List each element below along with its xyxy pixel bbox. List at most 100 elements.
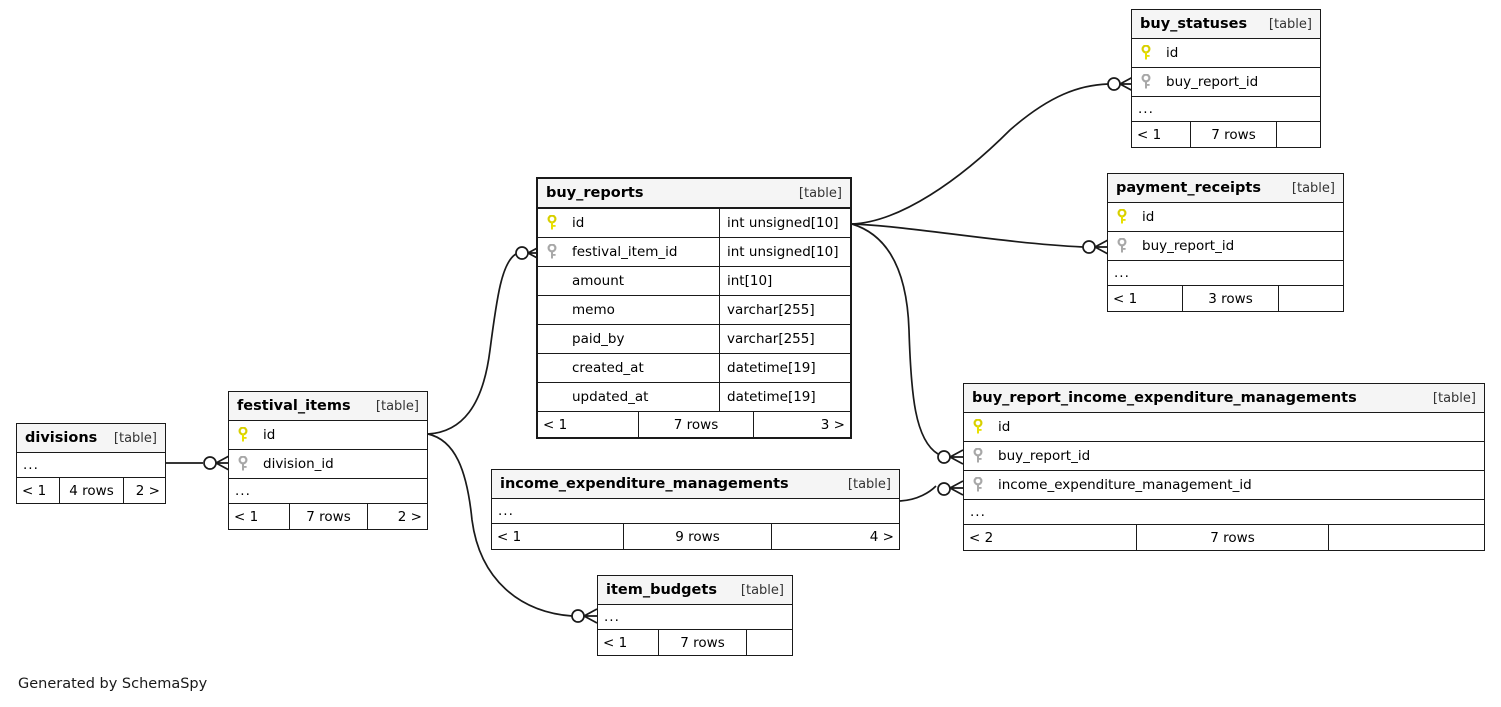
table-footer: < 1 7 rows <box>598 630 792 655</box>
footer-children[interactable]: 2 > <box>123 478 165 503</box>
footer-children[interactable]: 2 > <box>367 504 427 529</box>
table-tag: [table] <box>798 185 842 201</box>
edge-buy-reports-to-payment-receipts <box>851 223 1109 255</box>
table-header: item_budgets [table] <box>598 576 792 605</box>
table-festival_items[interactable]: festival_items [table] id <box>228 391 428 530</box>
table-footer: < 2 7 rows <box>964 525 1484 550</box>
column-row[interactable]: id <box>964 413 1484 442</box>
column-name: income_expenditure_management_id <box>998 477 1252 493</box>
column-row[interactable]: updated_at datetime[19] <box>538 383 850 412</box>
column-type: datetime[19] <box>719 383 850 411</box>
edge-buy-reports-to-buy-statuses <box>851 76 1134 225</box>
table-tag: [table] <box>1432 390 1476 406</box>
column-row[interactable]: created_at datetime[19] <box>538 354 850 383</box>
table-tag: [table] <box>375 398 419 414</box>
table-name: income_expenditure_managements <box>500 476 789 492</box>
column-row[interactable]: buy_report_id <box>964 442 1484 471</box>
foreign-key-icon <box>237 456 263 472</box>
column-row[interactable]: id int unsigned[10] <box>538 209 850 238</box>
footer-parents[interactable]: < 1 <box>22 482 47 499</box>
table-footer: < 1 4 rows 2 > <box>17 478 165 503</box>
primary-key-icon <box>972 419 998 435</box>
footer-rowcount: 7 rows <box>289 504 367 529</box>
table-divisions[interactable]: divisions [table] ... < 1 4 rows 2 > <box>16 423 166 504</box>
footer-children[interactable] <box>1276 122 1320 147</box>
more-columns-indicator: ... <box>229 479 427 504</box>
column-row[interactable]: paid_by varchar[255] <box>538 325 850 354</box>
table-name: buy_statuses <box>1140 16 1248 32</box>
column-row[interactable]: id <box>1108 203 1343 232</box>
column-name: updated_at <box>572 389 649 405</box>
footer-rowcount: 7 rows <box>658 630 746 655</box>
table-tag: [table] <box>113 430 157 446</box>
footer-children[interactable]: 3 > <box>753 412 850 437</box>
table-buy_report_income_expenditure_managements[interactable]: buy_report_income_expenditure_management… <box>963 383 1485 551</box>
footer-rowcount: 7 rows <box>1190 122 1276 147</box>
footer-children[interactable]: 4 > <box>771 524 899 549</box>
foreign-key-icon <box>1140 74 1166 90</box>
column-name: memo <box>572 302 615 318</box>
primary-key-icon <box>1116 209 1142 225</box>
table-header: payment_receipts [table] <box>1108 174 1343 203</box>
column-row[interactable]: id <box>1132 39 1320 68</box>
table-footer: < 1 3 rows <box>1108 286 1343 311</box>
edge-iem-to-brieem <box>899 480 964 502</box>
foreign-key-icon <box>972 448 998 464</box>
column-name: amount <box>572 273 625 289</box>
column-row[interactable]: buy_report_id <box>1108 232 1343 261</box>
primary-key-icon <box>237 427 263 443</box>
footer-parents[interactable]: < 1 <box>603 634 628 651</box>
table-buy_reports[interactable]: buy_reports [table] id int unsigned[10] <box>536 177 852 439</box>
column-row[interactable]: division_id <box>229 450 427 479</box>
footer-children[interactable] <box>746 630 792 655</box>
more-columns-indicator: ... <box>1108 261 1343 286</box>
table-item_budgets[interactable]: item_budgets [table] ... < 1 7 rows <box>597 575 793 656</box>
table-name: buy_report_income_expenditure_management… <box>972 390 1357 406</box>
table-income_expenditure_managements[interactable]: income_expenditure_managements [table] .… <box>491 469 900 550</box>
footer-children[interactable] <box>1278 286 1343 311</box>
column-name: id <box>998 419 1011 435</box>
footer-parents[interactable]: < 1 <box>1137 126 1162 143</box>
column-name: created_at <box>572 360 644 376</box>
footer-parents[interactable]: < 1 <box>1113 290 1138 307</box>
generated-by-note: Generated by SchemaSpy <box>18 676 208 692</box>
footer-parents[interactable]: < 1 <box>234 508 259 525</box>
more-columns-indicator: ... <box>964 500 1484 525</box>
column-type: varchar[255] <box>719 296 850 324</box>
column-name: id <box>572 215 585 231</box>
table-footer: < 1 9 rows 4 > <box>492 524 899 549</box>
more-columns-indicator: ... <box>1132 97 1320 122</box>
table-header: festival_items [table] <box>229 392 427 421</box>
footer-rowcount: 4 rows <box>59 478 123 503</box>
edge-buy-reports-to-brieem <box>851 223 964 465</box>
table-footer: < 1 7 rows <box>1132 122 1320 147</box>
column-type: int unsigned[10] <box>719 238 850 266</box>
footer-parents[interactable]: < 1 <box>497 528 522 545</box>
table-tag: [table] <box>847 476 891 492</box>
column-row[interactable]: festival_item_id int unsigned[10] <box>538 238 850 267</box>
table-payment_receipts[interactable]: payment_receipts [table] id <box>1107 173 1344 312</box>
column-name: buy_report_id <box>1142 238 1235 254</box>
footer-children[interactable] <box>1328 525 1484 550</box>
column-row[interactable]: amount int[10] <box>538 267 850 296</box>
column-row[interactable]: buy_report_id <box>1132 68 1320 97</box>
column-row[interactable]: id <box>229 421 427 450</box>
foreign-key-icon <box>1116 238 1142 254</box>
table-tag: [table] <box>740 582 784 598</box>
column-row[interactable]: memo varchar[255] <box>538 296 850 325</box>
footer-parents[interactable]: < 1 <box>543 416 568 433</box>
column-name: division_id <box>263 456 334 472</box>
footer-rowcount: 7 rows <box>638 412 753 437</box>
table-header: buy_statuses [table] <box>1132 10 1320 39</box>
footer-parents[interactable]: < 2 <box>969 529 994 546</box>
column-name: id <box>1166 45 1179 61</box>
table-buy_statuses[interactable]: buy_statuses [table] id <box>1131 9 1321 148</box>
table-tag: [table] <box>1268 16 1312 32</box>
column-name: festival_item_id <box>572 244 678 260</box>
table-header: buy_report_income_expenditure_management… <box>964 384 1484 413</box>
primary-key-icon <box>546 215 572 231</box>
column-type: datetime[19] <box>719 354 850 382</box>
column-row[interactable]: income_expenditure_management_id <box>964 471 1484 500</box>
footer-rowcount: 9 rows <box>623 524 771 549</box>
column-name: id <box>1142 209 1155 225</box>
